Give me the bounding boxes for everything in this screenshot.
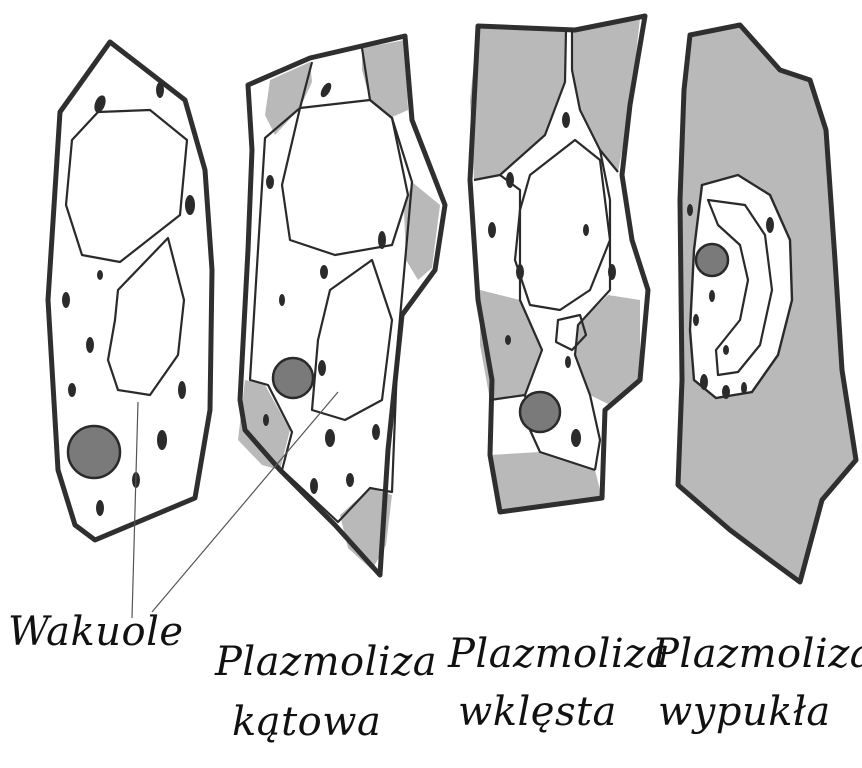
shaded-space: [362, 40, 408, 118]
nucleus: [520, 392, 560, 432]
label-vacuoles: Wakuole: [8, 606, 184, 658]
vacuole: [312, 260, 392, 420]
vacuole: [515, 140, 610, 310]
label-concave-plasmolysis-line1: Plazmoliza: [448, 628, 670, 680]
nucleus: [68, 426, 120, 478]
cell-normal: [48, 42, 212, 618]
vacuole: [282, 100, 408, 255]
label-angular-plasmolysis-line2: kątowa: [232, 696, 381, 748]
vacuole-pointer-line: [132, 402, 138, 618]
nucleus: [696, 244, 728, 276]
label-convex-plasmolysis-line2: wypukła: [658, 686, 831, 738]
cell-convex-plasmolysis: [678, 25, 856, 582]
nucleus: [273, 358, 313, 398]
label-angular-plasmolysis-line1: Plazmoliza: [215, 636, 437, 688]
label-concave-plasmolysis-line2: wklęsta: [458, 686, 617, 738]
label-convex-plasmolysis-line1: Plazmoliza: [652, 628, 862, 680]
cell-concave-plasmolysis: [470, 16, 648, 512]
cell-angular-plasmolysis: [152, 36, 445, 612]
